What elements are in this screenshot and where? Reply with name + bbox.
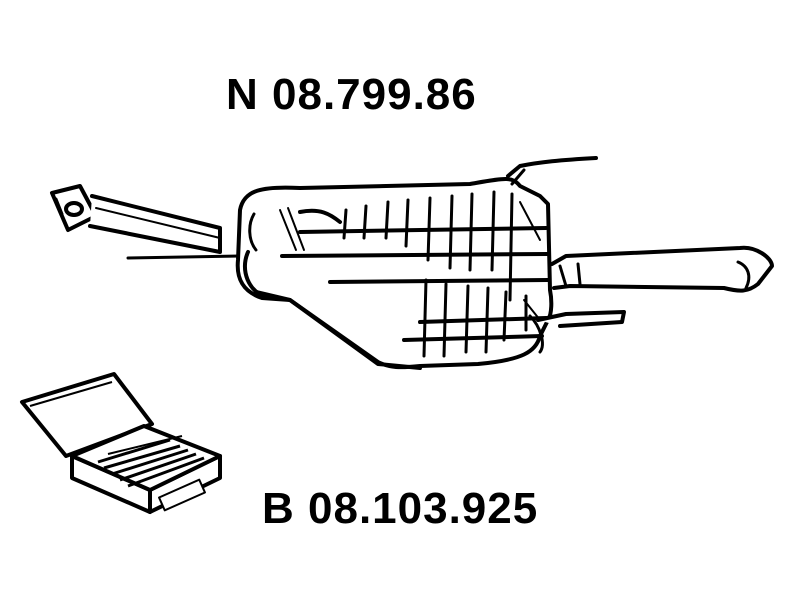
inlet-pipe (88, 194, 242, 260)
muffler-drawing (50, 156, 774, 370)
tail-pipe (550, 245, 774, 293)
top-hanger (506, 156, 598, 186)
kit-box-drawing (20, 372, 222, 514)
main-part-number: N 08.799.86 (226, 70, 477, 119)
silencer-shading (279, 201, 541, 321)
kit-box-label (158, 478, 206, 512)
silencer-seams (280, 208, 550, 342)
lower-bracket (254, 290, 626, 370)
silencer-body (235, 177, 554, 370)
kit-box-parts (97, 435, 205, 488)
inlet-flange (50, 184, 98, 232)
kit-part-number: B 08.103.925 (262, 484, 539, 533)
